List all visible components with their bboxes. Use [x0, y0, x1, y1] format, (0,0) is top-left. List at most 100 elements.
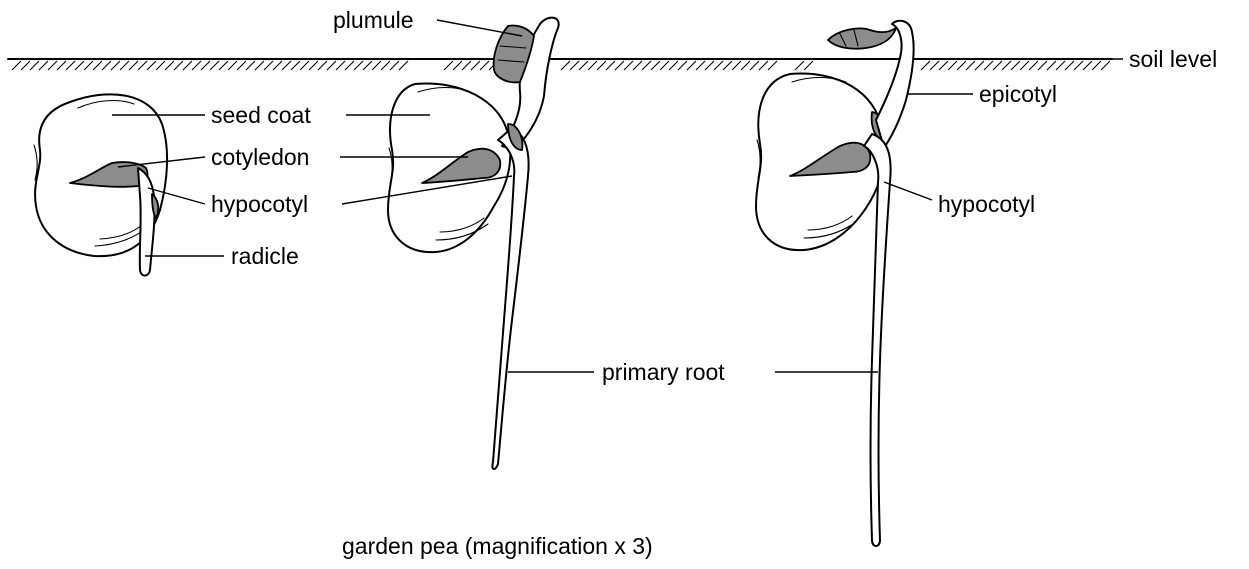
- hatch-mark: [795, 61, 804, 70]
- hatch-mark: [597, 61, 606, 70]
- hatch-mark: [39, 61, 48, 70]
- hatch-mark: [633, 61, 642, 70]
- hatch-mark: [1074, 61, 1083, 70]
- hatch-mark: [1029, 61, 1038, 70]
- hatch-mark: [1092, 61, 1101, 70]
- hatch-mark: [768, 61, 777, 70]
- hatch-mark: [129, 61, 138, 70]
- hatch-mark: [363, 61, 372, 70]
- hatch-mark: [993, 61, 1002, 70]
- soil-hatching: [12, 61, 1110, 70]
- hatch-mark: [939, 61, 948, 70]
- hatch-mark: [120, 61, 129, 70]
- label-radicle: radicle: [231, 243, 299, 269]
- hatch-mark: [264, 61, 273, 70]
- hatch-mark: [21, 61, 30, 70]
- hatch-mark: [102, 61, 111, 70]
- hatch-mark: [372, 61, 381, 70]
- hatch-mark: [561, 61, 570, 70]
- hatch-mark: [174, 61, 183, 70]
- hatch-mark: [1056, 61, 1065, 70]
- hatch-mark: [66, 61, 75, 70]
- radicle-1: [138, 168, 155, 276]
- hatch-mark: [93, 61, 102, 70]
- hatch-mark: [273, 61, 282, 70]
- seed-stage-3: [756, 21, 914, 546]
- hatch-mark: [309, 61, 318, 70]
- hatch-mark: [30, 61, 39, 70]
- hatch-mark: [948, 61, 957, 70]
- hatch-mark: [687, 61, 696, 70]
- hatch-mark: [606, 61, 615, 70]
- hatch-mark: [390, 61, 399, 70]
- hatch-mark: [759, 61, 768, 70]
- hatch-mark: [570, 61, 579, 70]
- hatch-mark: [345, 61, 354, 70]
- hatch-mark: [930, 61, 939, 70]
- label-cotyledon: cotyledon: [211, 144, 309, 170]
- hatch-mark: [462, 61, 471, 70]
- hatch-mark: [1065, 61, 1074, 70]
- hatch-mark: [975, 61, 984, 70]
- soil-surface: [8, 59, 1112, 70]
- hatch-mark: [723, 61, 732, 70]
- hatch-mark: [228, 61, 237, 70]
- hatch-mark: [48, 61, 57, 70]
- hatch-mark: [678, 61, 687, 70]
- hatch-mark: [732, 61, 741, 70]
- hatch-mark: [1002, 61, 1011, 70]
- hatch-mark: [1038, 61, 1047, 70]
- hatch-mark: [336, 61, 345, 70]
- hatch-mark: [921, 61, 930, 70]
- label-hypocotyl-left: hypocotyl: [211, 191, 308, 217]
- hatch-mark: [1020, 61, 1029, 70]
- label-epicotyl: epicotyl: [979, 81, 1057, 107]
- hatch-mark: [642, 61, 651, 70]
- hatch-mark: [588, 61, 597, 70]
- hatch-mark: [165, 61, 174, 70]
- seed-stage-1: [34, 94, 167, 275]
- hatch-mark: [957, 61, 966, 70]
- hatch-mark: [471, 61, 480, 70]
- label-plumule: plumule: [333, 7, 414, 33]
- hatch-mark: [696, 61, 705, 70]
- hatch-mark: [1011, 61, 1020, 70]
- hatch-mark: [741, 61, 750, 70]
- hatch-mark: [300, 61, 309, 70]
- hatch-mark: [327, 61, 336, 70]
- labels: plumule soil level seed coat epicotyl co…: [211, 7, 1217, 385]
- hatch-mark: [138, 61, 147, 70]
- hatch-mark: [255, 61, 264, 70]
- hatch-mark: [750, 61, 759, 70]
- hatch-mark: [210, 61, 219, 70]
- hatch-mark: [183, 61, 192, 70]
- hatch-mark: [318, 61, 327, 70]
- label-hypocotyl-right: hypocotyl: [938, 191, 1035, 217]
- hatch-mark: [1047, 61, 1056, 70]
- hatch-mark: [660, 61, 669, 70]
- caption: garden pea (magnification x 3): [342, 533, 653, 559]
- hatch-mark: [156, 61, 165, 70]
- hatch-mark: [282, 61, 291, 70]
- hatch-mark: [147, 61, 156, 70]
- hatch-mark: [453, 61, 462, 70]
- hatch-mark: [804, 61, 813, 70]
- hatch-mark: [12, 61, 21, 70]
- hatch-mark: [444, 61, 453, 70]
- hatch-mark: [651, 61, 660, 70]
- hatch-mark: [57, 61, 66, 70]
- plumule-3: [828, 28, 896, 49]
- hatch-mark: [705, 61, 714, 70]
- hatch-mark: [219, 61, 228, 70]
- hatch-mark: [291, 61, 300, 70]
- hatch-mark: [84, 61, 93, 70]
- hatch-mark: [192, 61, 201, 70]
- hatch-mark: [984, 61, 993, 70]
- hatch-mark: [354, 61, 363, 70]
- hatch-mark: [669, 61, 678, 70]
- label-seed-coat: seed coat: [211, 102, 311, 128]
- hatch-mark: [201, 61, 210, 70]
- hatch-mark: [579, 61, 588, 70]
- hatch-mark: [1083, 61, 1092, 70]
